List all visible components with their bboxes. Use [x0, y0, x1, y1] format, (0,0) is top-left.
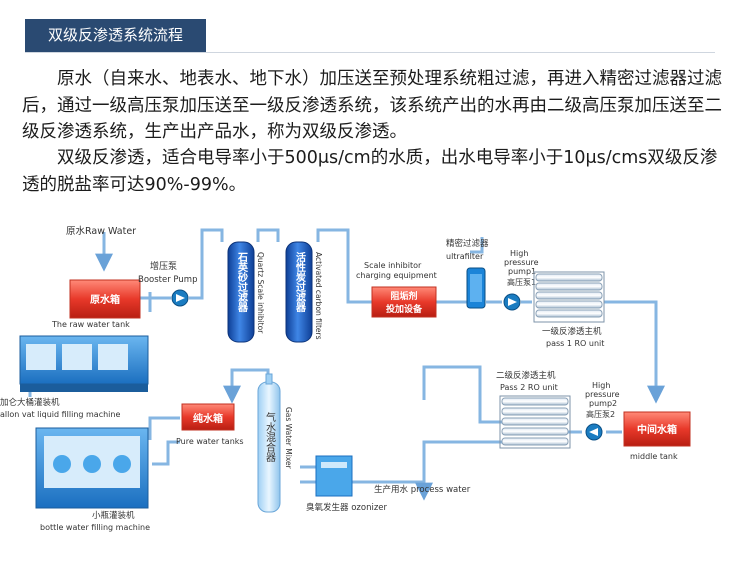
title-underline [25, 52, 715, 53]
carbon-filter-cn-label: 活性炭过滤器 [294, 251, 307, 313]
booster-pump-en-label: Booster Pump [138, 275, 197, 285]
booster-pump-icon [171, 289, 189, 307]
middle-tank-en-label: middle tank [630, 452, 678, 461]
quartz-sand-filter [227, 241, 255, 343]
small-filler-cn-label: 小瓶灌装机 [92, 510, 135, 521]
activated-carbon-filter [285, 241, 313, 343]
big-filler-cn-label: 加仑大桶灌装机 [0, 397, 60, 408]
ro2-cn-label: 二级反渗透主机 [496, 370, 556, 381]
spec-paragraph: 双级反渗透，适合电导率小于500μs/cm的水质，出水电导率小于10μs/cms… [22, 148, 718, 195]
intro-paragraph: 原水（自来水、地表水、地下水）加压送至预处理系统粗过滤，再进入精密过滤器过滤后，… [22, 69, 722, 142]
precision-filter-en-label: ultrafilter [446, 252, 484, 261]
small-bottle-filling-machine [35, 427, 149, 509]
hp2-cn-label: 高压泵2 [586, 409, 615, 419]
gas-mixer-en-label: Gas Water Mixer [284, 407, 293, 470]
quartz-filter-en-label: Quartz Scale inhibitor [256, 252, 265, 334]
high-pressure-pump-1-icon [503, 293, 521, 311]
process-water-label: 生产用水 process water [374, 484, 471, 495]
high-pressure-pump-2-icon [585, 423, 603, 441]
gas-mixer-cn-label: 气水混合器 [264, 411, 276, 463]
hp2-en1-label: High [592, 381, 610, 390]
hp2-en2-label: pressure [585, 390, 620, 399]
carbon-filter-en-label: Activated carbon filters [314, 252, 323, 340]
small-filler-en-label: bottle water filling machine [40, 523, 150, 532]
ro-unit-2 [499, 395, 571, 449]
raw-tank-label: 原水箱 [90, 293, 120, 306]
quartz-filter-cn-label: 石英砂过滤器 [236, 252, 249, 313]
scale-inhibitor-en2-label: charging equipment [356, 271, 437, 280]
ro1-cn-label: 一级反渗透主机 [542, 326, 602, 337]
hp1-en2-label: pressure [504, 258, 539, 267]
big-filler-en-label: allon vat liquid filling machine [0, 410, 120, 419]
middle-tank [623, 411, 691, 447]
scale-inhibitor-equipment [371, 286, 437, 318]
middle-tank-cn-label: 中间水箱 [637, 423, 677, 436]
pure-tank-en-label: Pure water tanks [176, 437, 244, 446]
pure-water-tank [181, 403, 235, 431]
pure-tank-cn-label: 纯水箱 [193, 412, 223, 425]
scale-inhibitor-cn-label: 阻垢剂 [390, 290, 417, 302]
hp2-en3-label: pump2 [589, 399, 617, 408]
precision-filter-icon [466, 267, 486, 309]
hp1-en1-label: High [510, 249, 528, 258]
ozonizer-label: 臭氧发生器 ozonizer [306, 502, 388, 513]
scale-inhibitor-cn2-label: 投加设备 [386, 303, 423, 315]
process-flow-diagram: 原水Raw Water 原水箱 The raw water tank 增压泵 B… [0, 225, 691, 532]
ro-unit-1 [533, 271, 605, 323]
big-vat-filling-machine [19, 335, 149, 392]
ro2-en-label: Pass 2 RO unit [500, 383, 558, 392]
hp1-en3-label: pump1 [508, 267, 536, 276]
booster-pump-cn-label: 增压泵 [150, 260, 177, 272]
section-title: 双级反渗透系统流程 [25, 19, 206, 52]
pipe-network [20, 228, 665, 501]
precision-filter-cn-label: 精密过滤器 [446, 238, 489, 249]
scale-inhibitor-en-label: Scale inhibitor [364, 261, 422, 270]
hp1-cn-label: 高压泵1 [507, 277, 536, 287]
raw-tank-en-label: The raw water tank [51, 320, 130, 329]
gas-water-mixer [257, 373, 281, 513]
ro1-en-label: pass 1 RO unit [546, 339, 604, 348]
raw-water-label: 原水Raw Water [66, 225, 136, 237]
raw-water-tank [69, 279, 141, 319]
